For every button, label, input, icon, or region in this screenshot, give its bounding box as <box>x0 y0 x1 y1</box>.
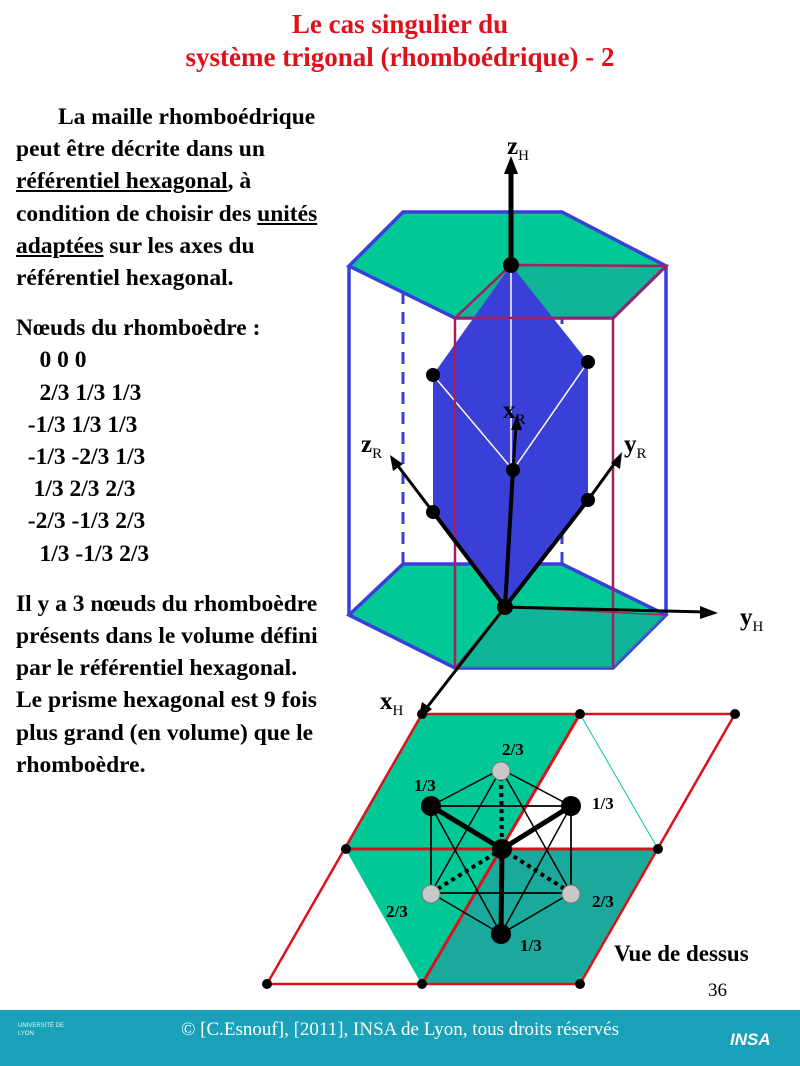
frac-label: 2/3 <box>592 892 614 911</box>
frac-label: 1/3 <box>592 794 614 813</box>
label-yR: yR <box>624 431 647 463</box>
proj-node-black <box>561 796 581 816</box>
rhombo-edge <box>432 374 514 471</box>
axis-xH <box>423 606 507 711</box>
axis-main: z <box>361 431 373 458</box>
axis-sub: R <box>515 412 526 428</box>
crystal-figure <box>262 156 740 989</box>
slide-title: Le cas singulier du système trigonal (rh… <box>0 8 800 74</box>
node-item: 2/3 1/3 1/3 <box>16 379 142 406</box>
label-zR: zR <box>361 431 382 463</box>
axis-sub: R <box>636 446 647 462</box>
rhombo-edge <box>512 361 589 471</box>
label-xR: xR <box>503 397 526 429</box>
proj-node-grey <box>491 761 511 781</box>
paragraph-volume: Le prisme hexagonal est 9 fois plus gran… <box>16 687 317 778</box>
lattice-node <box>503 257 519 273</box>
footer-bar <box>0 1010 800 1066</box>
axis-main: x <box>503 397 516 424</box>
grid-node <box>262 979 272 989</box>
grid-node <box>341 844 351 854</box>
axis-main: y <box>740 604 753 631</box>
proj-node-grey <box>421 884 441 904</box>
insa-logo: INSA <box>730 1030 771 1049</box>
proj-bond-dotted <box>500 847 573 895</box>
axis-main: z <box>507 133 519 160</box>
proj-node-center <box>492 839 512 859</box>
node-item: 1/3 2/3 2/3 <box>16 476 136 503</box>
node-item: 1/3 -1/3 2/3 <box>16 540 150 567</box>
title-line-2: système trigonal (rhomboédrique) - 2 <box>185 42 615 72</box>
axis-xR-ext <box>511 424 518 471</box>
axis-sub: H <box>752 619 764 635</box>
intro-text-a: La maille rhomboédrique peut être décrit… <box>16 104 316 163</box>
proj-bond-dotted <box>429 847 504 895</box>
proj-bond <box>498 848 505 935</box>
page-number: 36 <box>708 980 727 1001</box>
axis-sub: H <box>392 703 404 719</box>
proj-bond-dotted <box>499 768 504 850</box>
text-column: La maille rhomboédrique peut être décrit… <box>16 101 336 781</box>
paragraph-nodes-count: Il y a 3 nœuds du rhomboèdre présents da… <box>16 590 318 682</box>
university-logo: UNIVERSITÉ DE LYON <box>18 1022 80 1050</box>
top-view-caption: Vue de dessus <box>614 941 749 966</box>
frac-label: 1/3 <box>520 936 542 955</box>
proj-node-black <box>421 796 441 816</box>
intro-text-c: sur les axes du référentiel hexagonal. <box>16 232 255 292</box>
proj-bond <box>429 803 504 852</box>
grid-node <box>575 709 585 719</box>
axis-yH <box>504 605 706 614</box>
label-xH: xH <box>380 688 403 720</box>
axis-arrow <box>504 156 518 174</box>
label-zH: zH <box>507 133 529 165</box>
grid-node <box>730 709 740 719</box>
label-yH: yH <box>740 604 763 636</box>
lattice-node <box>581 355 595 369</box>
node-item: -2/3 -1/3 2/3 <box>16 508 146 535</box>
nodes-heading: Nœuds du rhomboèdre : <box>16 315 261 342</box>
axis-sub: R <box>372 446 383 462</box>
axis-yR-ext <box>586 459 619 501</box>
nodes-list: Nœuds du rhomboèdre : 0 0 0 2/3 1/3 1/3 … <box>16 312 336 570</box>
intro-text-b: , à condition de choisir des <box>16 168 258 227</box>
proj-bond <box>500 803 573 852</box>
grid-node <box>417 709 427 719</box>
frac-label: 2/3 <box>386 902 408 921</box>
axis-arrow <box>511 415 522 430</box>
lattice-node <box>426 368 440 382</box>
grid-node <box>653 844 663 854</box>
node-item: -1/3 -2/3 1/3 <box>16 444 146 471</box>
lattice-node <box>506 463 520 477</box>
copyright-text: © [C.Esnouf], [2011], INSA de Lyon, tous… <box>180 1019 619 1040</box>
lattice-node <box>426 505 440 519</box>
frac-label: 2/3 <box>502 740 524 759</box>
lattice-node <box>497 599 513 615</box>
grid-node <box>575 979 585 989</box>
intro-underline-2: unités adaptées <box>16 200 318 259</box>
axis-arrow <box>700 606 718 619</box>
paragraph-intro: La maille rhomboédrique peut être décrit… <box>16 101 336 294</box>
axis-arrow <box>611 452 622 469</box>
axis-xR <box>503 469 515 608</box>
axis-main: y <box>624 431 637 458</box>
node-item: -1/3 1/3 1/3 <box>16 411 138 438</box>
title-line-1: Le cas singulier du <box>291 9 509 39</box>
axis-yR <box>503 498 590 609</box>
axis-zR-ext <box>393 461 435 513</box>
node-item: 0 0 0 <box>16 347 87 374</box>
intro-underline-1: référentiel hexagonal <box>16 168 228 195</box>
lattice-node <box>581 493 595 507</box>
axis-sub: H <box>518 148 529 164</box>
red-prism-edge <box>454 263 670 320</box>
axis-main: x <box>380 688 393 715</box>
proj-node-grey <box>561 884 581 904</box>
proj-node-black <box>491 924 511 944</box>
logo-text: UNIVERSITÉ DE LYON <box>18 1023 65 1037</box>
axis-zR <box>431 510 507 609</box>
grid-node <box>417 979 427 989</box>
frac-label: 1/3 <box>414 776 436 795</box>
axis-arrow <box>390 455 403 471</box>
